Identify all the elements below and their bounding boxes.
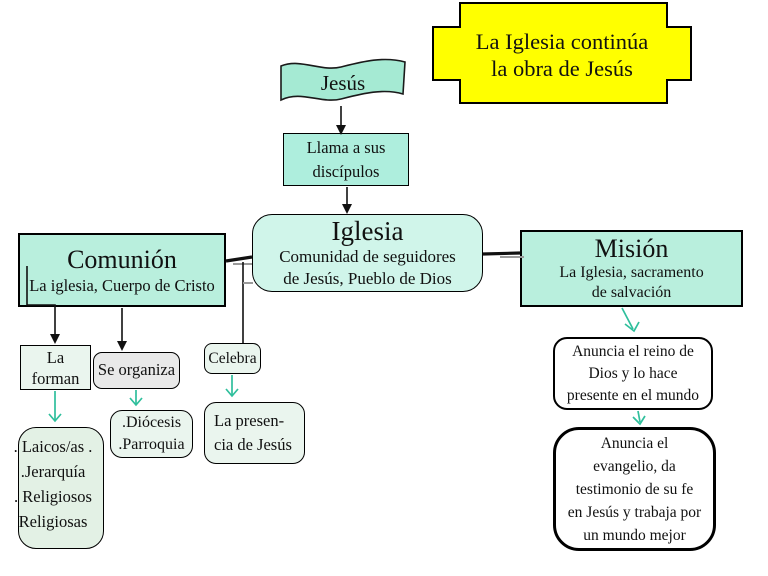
iglesia-title: Iglesia <box>331 216 404 246</box>
node-la-forman: La forman <box>20 345 91 390</box>
banner-title-line2: la obra de Jesús <box>491 56 633 81</box>
mision-sub-line2: de salvación <box>591 284 672 301</box>
llama-line1: Llama a sus <box>306 137 386 157</box>
node-mision: Misión La Iglesia, sacramento de salvaci… <box>520 230 743 307</box>
node-anuncia-reino: Anuncia el reino de Dios y lo hace prese… <box>553 337 713 410</box>
arrow-comunion-to-se-organiza <box>117 308 127 351</box>
reino-line1: Anuncia el reino de <box>572 342 694 360</box>
se-organiza-label: Se organiza <box>97 360 176 380</box>
title-banner: La Iglesia continúa la obra de Jesús <box>430 0 695 108</box>
la-forman-line1: La <box>46 347 65 367</box>
arrow-reino-to-evangelio <box>632 410 646 426</box>
evangelio-line2: evangelio, da <box>593 457 676 475</box>
miembros-line1: . Laicos/as . <box>13 437 93 456</box>
arrow-jesus-to-llama <box>336 106 346 135</box>
evangelio-line5: un mundo mejor <box>583 526 686 544</box>
celebra-label: Celebra <box>208 349 257 367</box>
la-forman-line2: forman <box>31 368 80 388</box>
presencia-line2: cia de Jesús <box>214 435 292 454</box>
arrow-llama-to-iglesia <box>342 187 352 214</box>
banner-title-line1: La Iglesia continúa <box>475 29 649 54</box>
miembros-line3: . Religiosos <box>14 487 92 506</box>
arrow-celebra-to-presencia <box>225 375 239 398</box>
evangelio-line1: Anuncia el <box>600 434 669 452</box>
presencia-line1: La presen- <box>214 411 285 430</box>
iglesia-sub-line2: de Jesús, Pueblo de Dios <box>283 269 452 288</box>
arrow-se-organiza-to-diocesis <box>129 390 143 407</box>
mision-sub-line1: La Iglesia, sacramento <box>559 264 704 281</box>
node-jesus-label: Jesús <box>320 71 366 95</box>
comunion-subtitle: La iglesia, Cuerpo de Cristo <box>29 275 215 295</box>
iglesia-sub-line1: Comunidad de seguidores <box>279 247 456 266</box>
organizacion-line2: .Parroquia <box>118 436 185 453</box>
connector-iglesia-mision <box>482 251 524 258</box>
evangelio-line3: testimonio de su fe <box>575 480 694 498</box>
arrow-mision-to-reino <box>621 307 640 333</box>
node-presencia-de-jesus: La presen- cia de Jesús <box>204 402 305 464</box>
flag-shape <box>280 58 406 102</box>
banner-title: La Iglesia continúa la obra de Jesús <box>433 28 691 82</box>
cross-banner-shape <box>432 2 692 104</box>
node-llama-discipulos: Llama a sus discípulos <box>283 133 409 186</box>
comunion-title: Comunión <box>67 244 177 274</box>
node-jesus: Jesús <box>277 54 409 110</box>
organizacion-line1: .Diócesis <box>121 414 182 431</box>
arrow-la-forman-to-miembros <box>48 391 62 423</box>
miembros-line2: .Jerarquía <box>20 462 86 481</box>
reino-line3: presente en el mundo <box>566 386 700 404</box>
evangelio-line4: en Jesús y trabaja por <box>567 503 702 521</box>
reino-line2: Dios y lo hace <box>588 364 678 382</box>
llama-line2: discípulos <box>312 161 380 181</box>
node-anuncia-evangelio: Anuncia el evangelio, da testimonio de s… <box>553 427 716 551</box>
connector-comunion-iglesia <box>225 255 253 265</box>
node-diocesis-parroquia: .Diócesis .Parroquia <box>110 410 193 458</box>
mision-title: Misión <box>594 234 669 263</box>
node-miembros-text: . Laicos/as . .Jerarquía . Religiosos Re… <box>0 434 106 534</box>
miembros-line4: Religiosas <box>18 512 88 531</box>
node-celebra: Celebra <box>204 343 261 374</box>
node-se-organiza: Se organiza <box>93 352 180 389</box>
node-comunion: Comunión La iglesia, Cuerpo de Cristo <box>18 233 226 307</box>
node-miembros-box <box>18 427 104 549</box>
node-iglesia: Iglesia Comunidad de seguidores de Jesús… <box>252 214 483 292</box>
